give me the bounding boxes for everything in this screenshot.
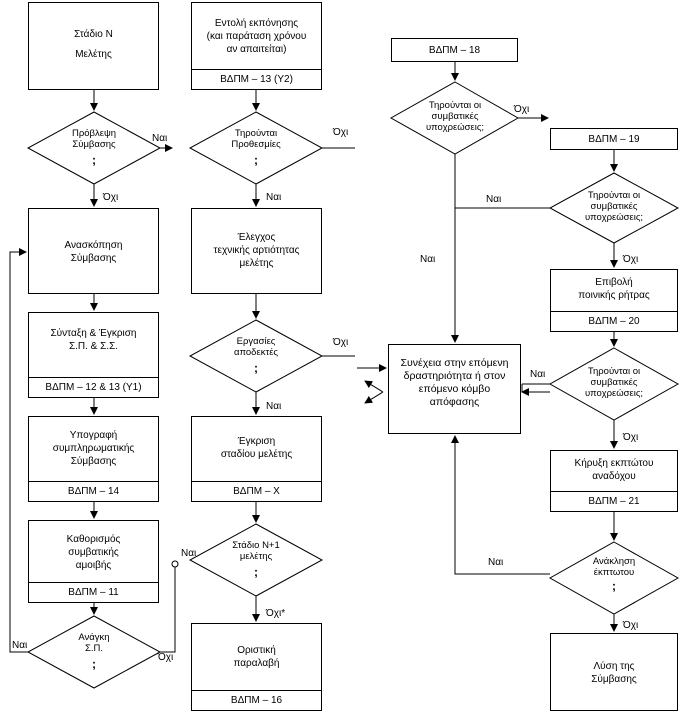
execution-order-code: ΒΔΠΜ – 13 (Υ2)	[192, 69, 321, 89]
drafting-code: ΒΔΠΜ – 12 & 13 (Υ1)	[29, 377, 158, 397]
branch-label-yes: Ναι	[266, 192, 282, 203]
decision-semicolon: ;	[254, 153, 258, 167]
branch-label-yes: Ναι	[152, 133, 168, 144]
final-acceptance-box: Οριστική παραλαβή ΒΔΠΜ – 16	[191, 623, 322, 711]
branch-label-yes: Ναι	[530, 369, 546, 380]
drafting-box: Σύνταξη & Έγκριση Σ.Π. & Σ.Σ. ΒΔΠΜ – 12 …	[28, 312, 159, 398]
decision-semicolon: ;	[254, 361, 258, 375]
penalty-code: ΒΔΠΜ – 20	[551, 311, 677, 331]
penalty-label: Επιβολή ποινικής ρήτρας	[578, 277, 650, 301]
decision-obligations-1-text: Τηρούνται οι συμβατικές υποχρεώσεις;	[425, 100, 485, 133]
stage-n-box: Στάδιο Ν Μελέτης	[28, 2, 159, 90]
stage-approval-box: Έγκριση σταδίου μελέτης ΒΔΠΜ – Χ	[191, 416, 322, 502]
final-acceptance-code: ΒΔΠΜ – 16	[192, 690, 321, 710]
final-acceptance-label: Οριστική παραλαβή	[233, 645, 280, 669]
stage-approval-label: Έγκριση σταδίου μελέτης	[220, 436, 293, 460]
supplementary-code: ΒΔΠΜ – 14	[29, 481, 158, 501]
contract-review-label: Ανασκόπηση Σύμβασης	[64, 240, 123, 264]
decision-semicolon: ;	[612, 579, 616, 593]
branch-label-no: Όχι	[514, 104, 530, 115]
branch-label-no: Όχι	[158, 652, 174, 663]
decision-semicolon: ;	[92, 153, 96, 167]
continue-box: Συνέχεια στην επόμενη δραστηριότητα ή στ…	[388, 344, 521, 434]
tech-check-box: Έλεγχος τεχνικής αρτιότητας μελέτης	[191, 208, 322, 294]
branch-label-no: Όχι	[333, 127, 349, 138]
decision-semicolon: ;	[92, 657, 96, 671]
execution-order-label: Εντολή εκπόνησης (και παράταση χρόνου αν…	[206, 18, 307, 55]
stage-n-label: Στάδιο Ν Μελέτης	[74, 29, 113, 60]
decision-need-sp-text: Ανάγκη Σ.Π.	[78, 632, 110, 654]
drafting-label: Σύνταξη & Έγκριση Σ.Π. & Σ.Σ.	[50, 328, 137, 352]
decision-semicolon: ;	[254, 565, 258, 579]
decision-work-accepted-text: Εργασίες αποδεκτές	[233, 336, 279, 358]
branch-label-no: Όχι	[623, 254, 639, 265]
tech-check-label: Έλεγχος τεχνικής αρτιότητας μελέτης	[213, 232, 300, 269]
forfeit-label: Κήρυξη εκπτώτου αναδόχου	[574, 458, 654, 482]
branch-label-yes: Ναι	[12, 640, 28, 651]
decision-deadlines-text: Τηρούνται Προθεσμίες	[231, 128, 281, 150]
branch-label-no-star: Όχι*	[266, 608, 286, 619]
bdpm18-label: ΒΔΠΜ – 18	[428, 45, 481, 56]
supplementary-box: Υπογραφή συμπληρωματικής Σύμβασης ΒΔΠΜ –…	[28, 416, 159, 502]
branch-label-no: Όχι	[103, 192, 119, 203]
contract-review-box: Ανασκόπηση Σύμβασης	[28, 208, 159, 294]
decision-shape	[26, 615, 162, 689]
fee-code: ΒΔΠΜ – 11	[29, 582, 158, 602]
fee-label: Καθορισμός συμβατικής αμοιβής	[66, 534, 121, 571]
branch-label-yes: Ναι	[486, 194, 502, 205]
branch-label-yes: Ναι	[420, 254, 436, 265]
decision-stage-n1-text: Στάδιο Ν+1 μελέτης	[232, 540, 280, 562]
decision-revoke-forfeit-text: Ανάκληση έκπτωτου	[592, 556, 636, 578]
forfeit-box: Κήρυξη εκπτώτου αναδόχου ΒΔΠΜ – 21	[550, 450, 678, 512]
termination-box: Λύση της Σύμβασης	[550, 633, 678, 711]
termination-label: Λύση της Σύμβασης	[591, 661, 637, 685]
execution-order-box: Εντολή εκπόνησης (και παράταση χρόνου αν…	[191, 2, 322, 90]
decision-obligations-2-text: Τηρούνται οι συμβατικές υποχρεώσεις;	[584, 190, 644, 223]
fee-box: Καθορισμός συμβατικής αμοιβής ΒΔΠΜ – 11	[28, 520, 159, 603]
forfeit-code: ΒΔΠΜ – 21	[551, 491, 677, 511]
branch-label-yes: Ναι	[488, 557, 504, 568]
decision-shape	[548, 541, 680, 615]
decision-obligations-3-text: Τηρούνται οι συμβατικές υποχρεώσεις;	[584, 366, 644, 399]
continue-label: Συνέχεια στην επόμενη δραστηριότητα ή στ…	[400, 357, 509, 408]
penalty-box: Επιβολή ποινικής ρήτρας ΒΔΠΜ – 20	[550, 269, 678, 332]
bdpm19-label: ΒΔΠΜ – 19	[588, 134, 640, 145]
supplementary-label: Υπογραφή συμπληρωματικής Σύμβασης	[52, 430, 135, 467]
bdpm19-box: ΒΔΠΜ – 19	[550, 128, 678, 150]
branch-label-no: Όχι	[623, 432, 639, 443]
branch-label-yes: Ναι	[181, 548, 197, 559]
decision-contract-provision-text: Πρόβλεψη Σύμβασης	[71, 128, 117, 150]
bdpm18-box: ΒΔΠΜ – 18	[391, 38, 518, 62]
branch-label-no: Όχι	[623, 620, 639, 631]
branch-label-no: Όχι	[333, 337, 349, 348]
stage-approval-code: ΒΔΠΜ – Χ	[192, 481, 321, 501]
branch-label-yes: Ναι	[266, 401, 282, 412]
